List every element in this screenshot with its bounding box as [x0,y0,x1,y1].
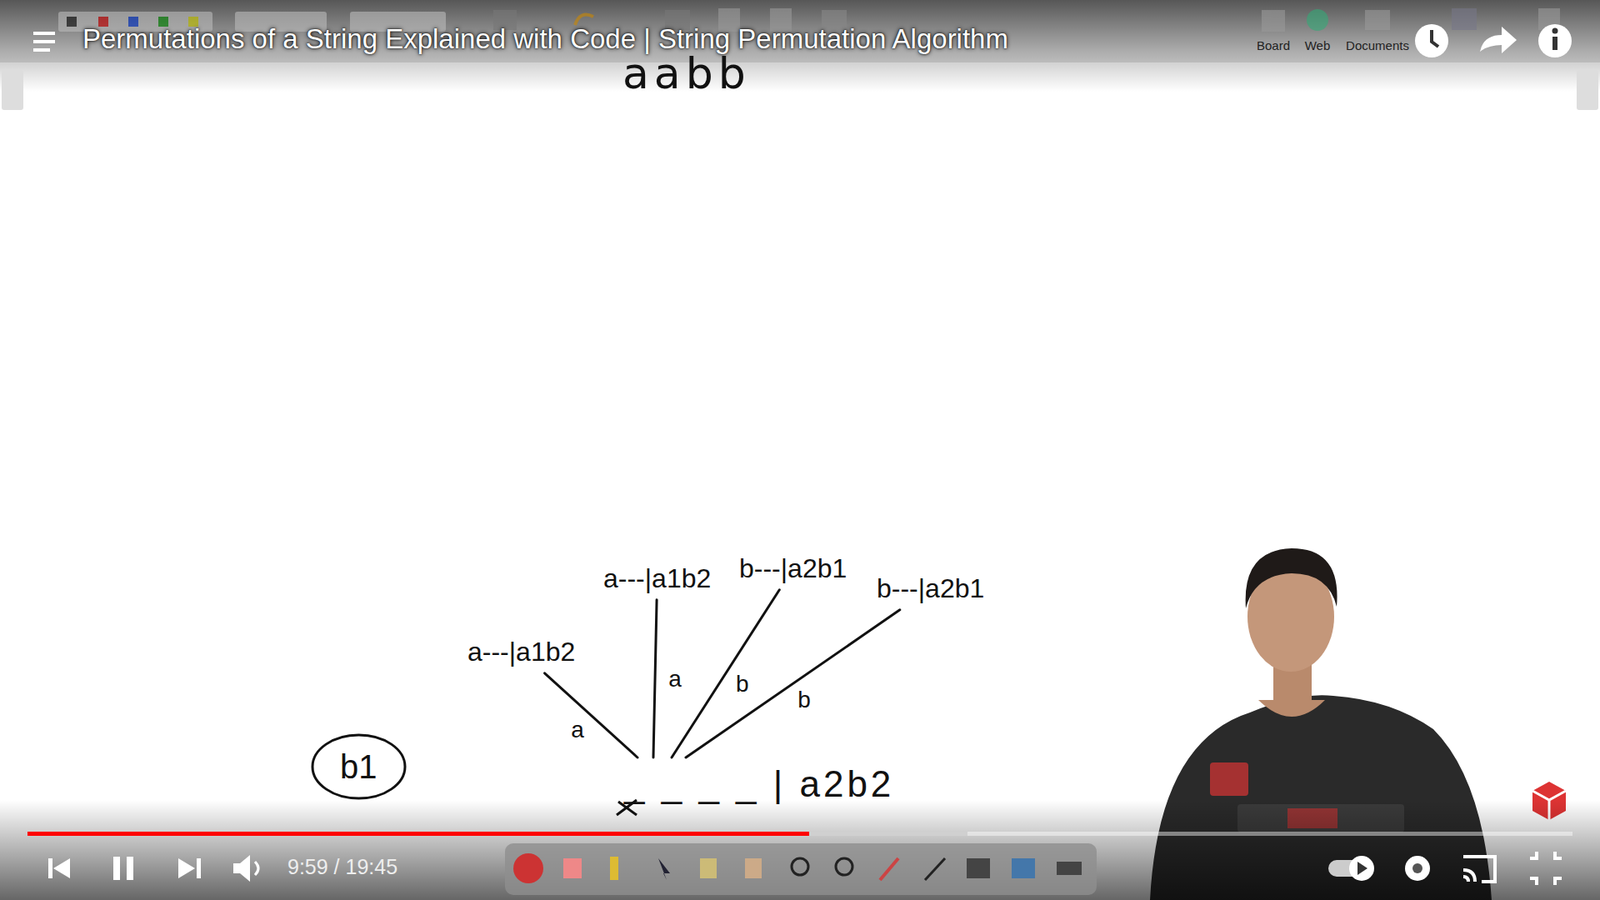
bottom-shade [0,800,1600,900]
progress-track [27,831,1573,836]
side-tab [1,70,24,110]
tool-icons [513,853,1082,884]
toolbar-label: Documents [1345,38,1410,53]
node-text: b---|a2b1 [739,553,847,585]
toolbar-label: Board [1256,38,1290,53]
tree-node: b---|a2b1 [732,550,854,588]
tree-edge [653,600,657,758]
tree-node: b---|a2b1 [870,570,991,608]
tree-edge [545,673,638,758]
video-time: 9:59 / 19:45 [287,855,398,880]
tree-edge [685,610,900,758]
edge-label: a [665,665,685,693]
top-shade [0,0,1600,92]
edge-label: b [733,670,752,698]
menu-icon [33,33,55,50]
node-text: b---|a2b1 [876,573,985,605]
side-tab [1576,70,1599,110]
progress-buffer [27,831,968,836]
edge-label: b [795,686,814,714]
circled-note: b1 [310,732,408,801]
root-node: _ _ _ _ | a2b2 [617,760,901,810]
progress-played [27,831,810,836]
circle-stroke [312,735,405,799]
node-text: b1 [340,747,378,786]
edge-label: a [568,716,587,744]
tree-edge [671,590,780,758]
tool-pill [505,843,1097,895]
node-text: _ _ _ _ | a2b2 [624,763,895,806]
tree-node: a---|a1b2 [596,560,718,598]
video-title: Permutations of a String Explained with … [82,23,1009,55]
player-top-icons [1415,24,1572,58]
node-text: a---|a1b2 [467,636,575,668]
whiteboard-word: aabb [622,48,751,99]
node-text: a---|a1b2 [603,563,711,595]
toolbar-label: Web [1305,38,1331,53]
tree-node: a---|a1b2 [460,633,582,671]
